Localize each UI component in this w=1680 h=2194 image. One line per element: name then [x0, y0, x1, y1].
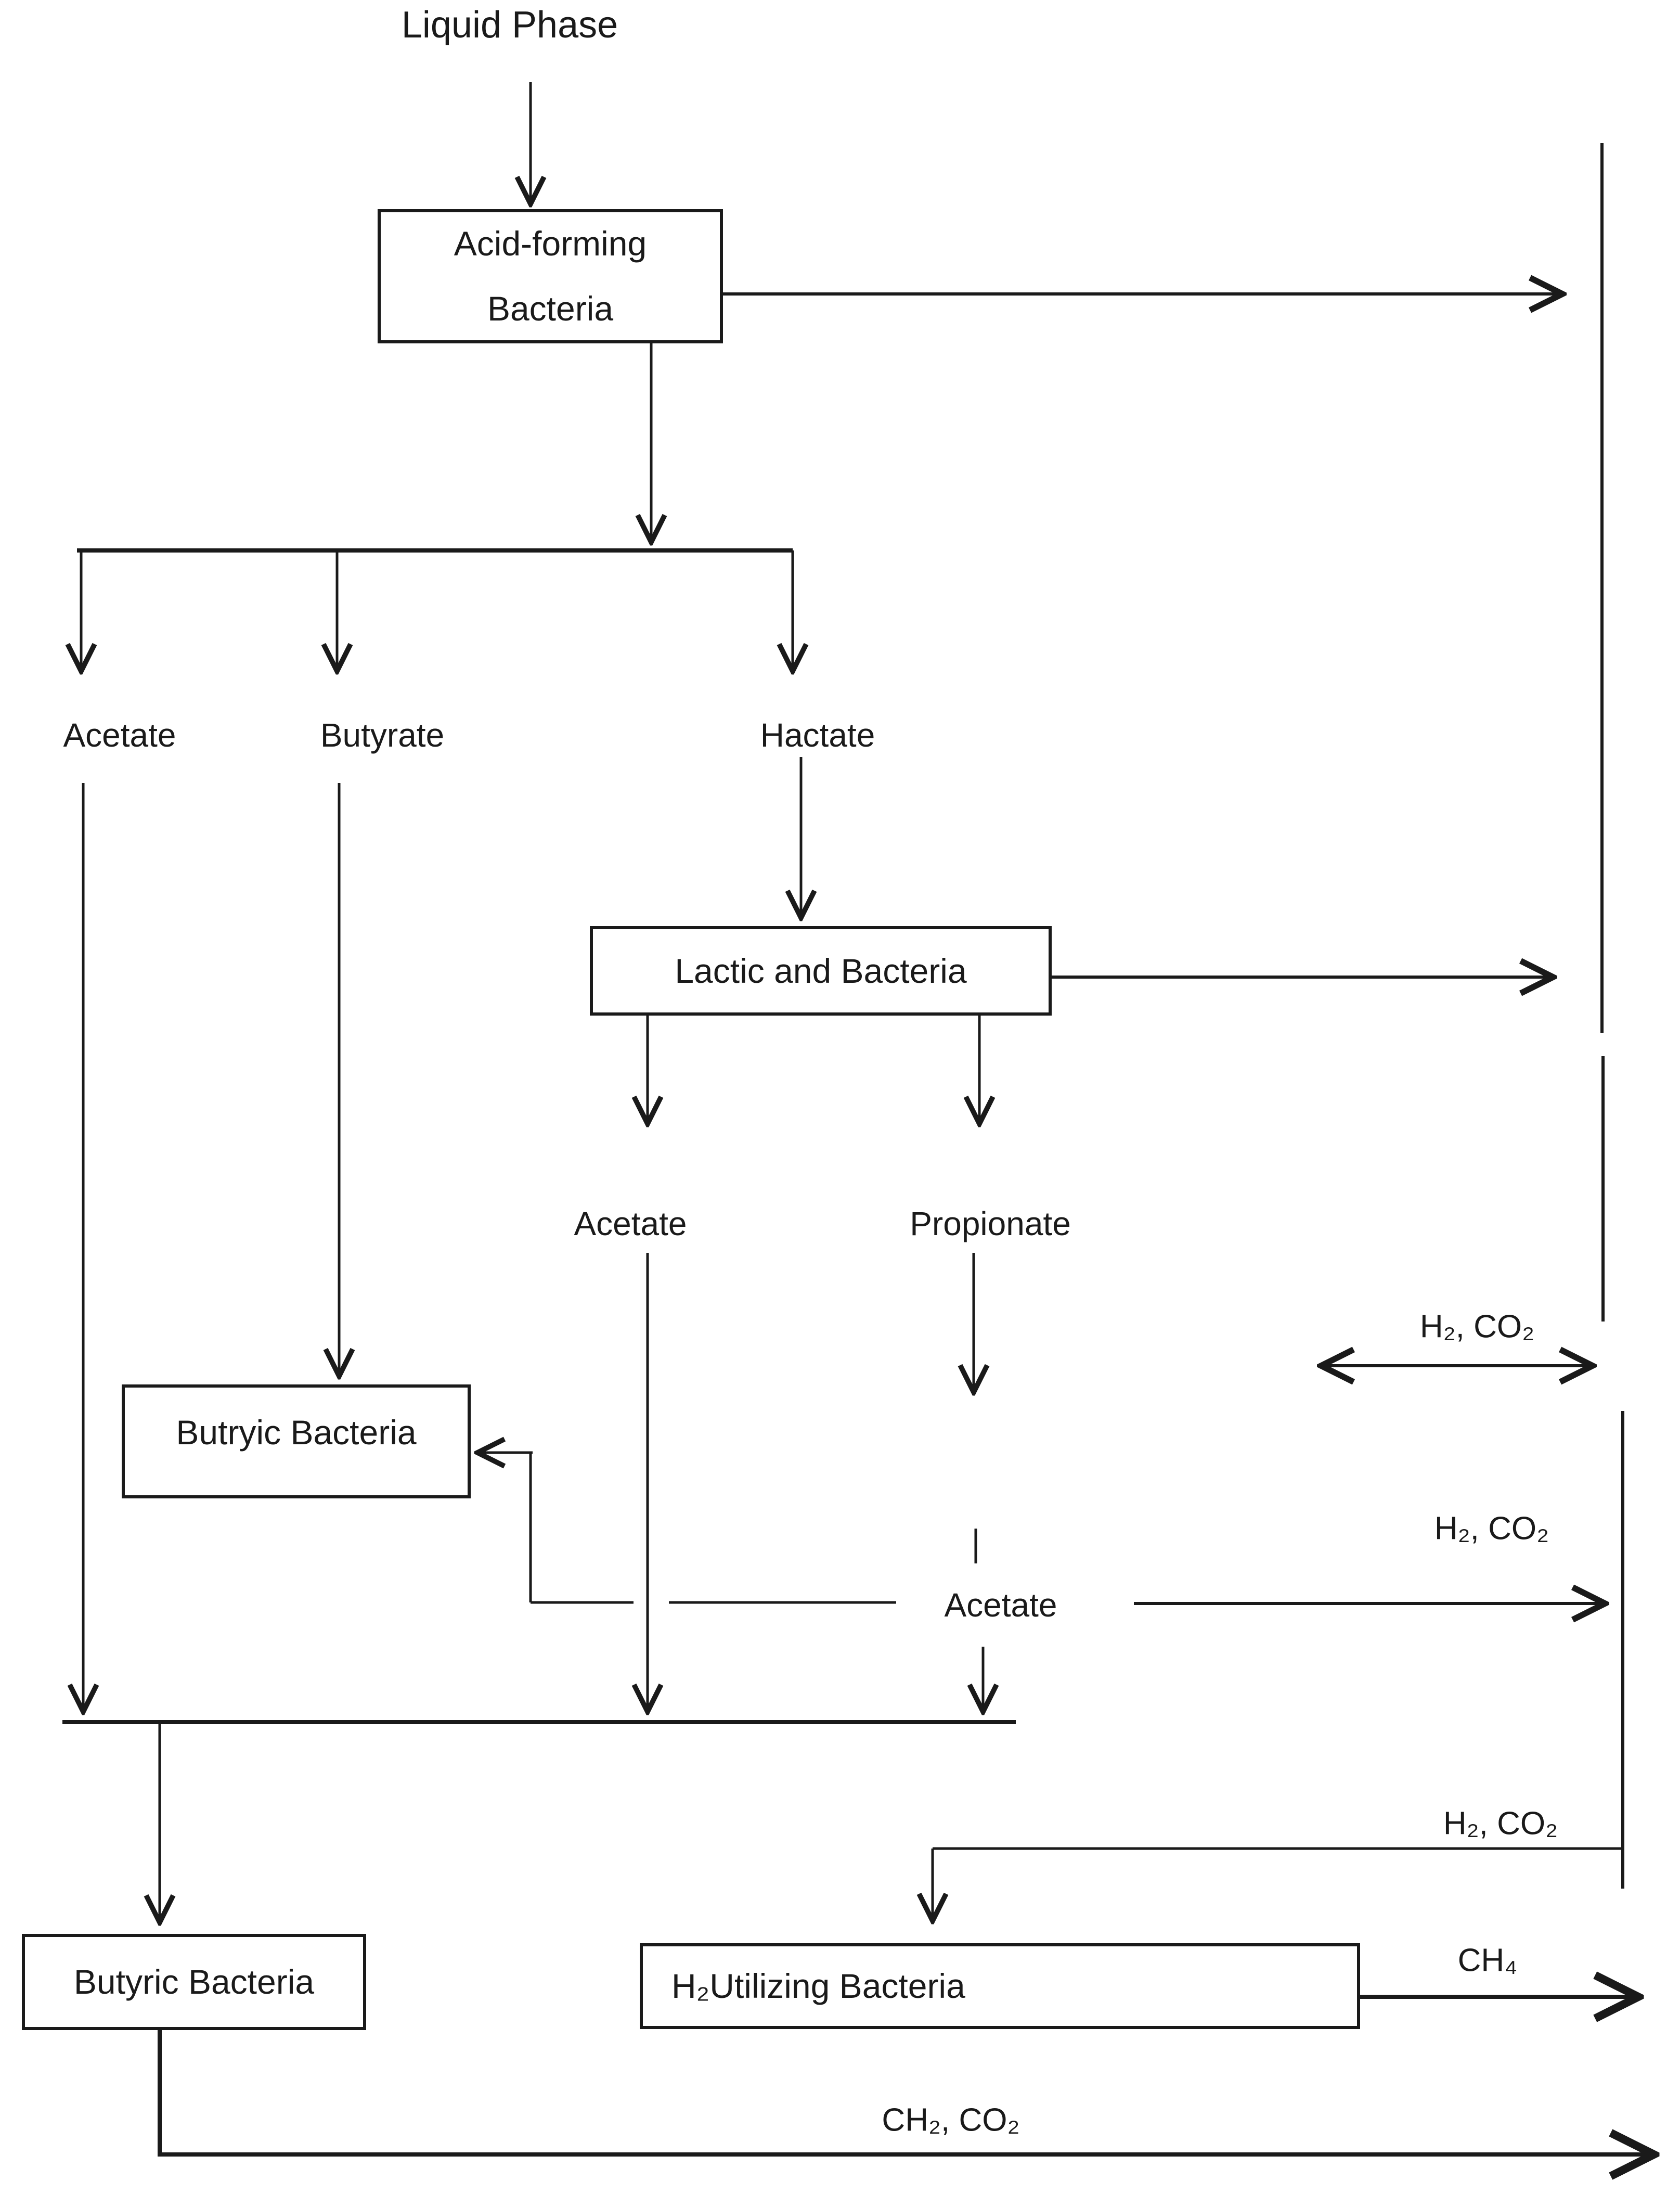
hactate-label: Hactate	[760, 716, 875, 754]
ch2-co2-label: CH₂, CO₂	[882, 2102, 1020, 2138]
butyric-bacteria-label: Butyric Bacteria	[73, 1962, 315, 2001]
h2-utilizing-bacteria-box: H₂Utilizing Bacteria	[640, 1943, 1360, 2029]
h2-co2-label-b: H₂, CO₂	[1434, 1510, 1549, 1547]
lactic-bacteria-label: Lactic and Bacteria	[675, 951, 967, 990]
acetate-mid-label: Acetate	[574, 1205, 687, 1242]
acetate-top-label: Acetate	[63, 716, 176, 754]
acid-forming-bacteria-box: Acid-forming Bacteria	[378, 209, 723, 343]
butryic-bacteria-box: Butryic Bacteria	[122, 1384, 471, 1498]
propionate-label: Propionate	[910, 1205, 1071, 1242]
ch4-label: CH₄	[1457, 1942, 1518, 1979]
h2-utilizing-bacteria-label: H₂Utilizing Bacteria	[671, 1967, 965, 2006]
butyrate-label: Butyrate	[320, 716, 445, 754]
arrow-ch2-co2-out	[158, 2030, 1654, 2154]
liquid-phase-label: Liquid Phase	[401, 4, 618, 46]
h2-co2-label-a: H₂, CO₂	[1419, 1308, 1535, 1345]
butyric-bacteria-box: Butyric Bacteria	[22, 1934, 366, 2030]
acetate-lower-label: Acetate	[944, 1586, 1057, 1624]
acid-forming-line1: Acid-forming	[454, 224, 647, 263]
h2-co2-label-c: H₂, CO₂	[1443, 1805, 1558, 1842]
acid-forming-line2: Bacteria	[487, 289, 614, 328]
lactic-bacteria-box: Lactic and Bacteria	[590, 926, 1052, 1016]
butryic-bacteria-label: Butryic Bacteria	[176, 1413, 417, 1452]
